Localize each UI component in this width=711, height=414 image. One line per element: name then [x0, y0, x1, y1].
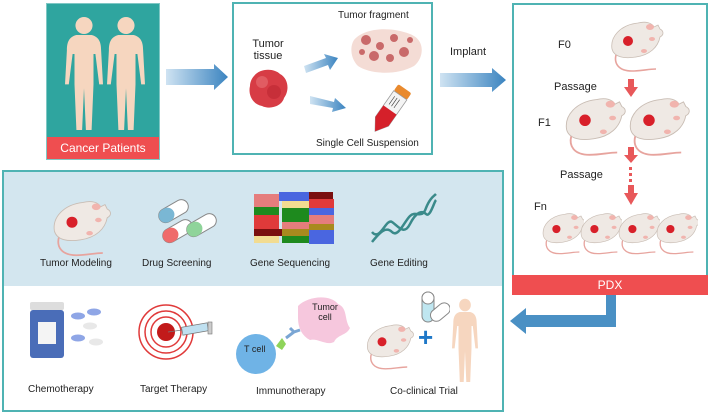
tumor-cell-label-line1: Tumor [312, 302, 338, 312]
implant-arrow-icon [440, 68, 506, 92]
pill-bottle-icon [30, 302, 103, 358]
mouse-icon [53, 200, 112, 257]
target-syringe-icon [138, 304, 213, 360]
tumor-cell-label-line2: cell [318, 312, 332, 322]
gene-editing-label: Gene Editing [370, 258, 428, 269]
passage-label: Passage [554, 81, 597, 93]
drug-screening-label: Drug Screening [142, 258, 212, 269]
tumor-cell-label: Tumor cell [310, 302, 340, 322]
mouse-icon [565, 97, 627, 156]
applications-panel: Tumor Modeling Drug Screening Gene Seque… [2, 170, 504, 412]
t-cell-tumor-icon [236, 297, 350, 374]
capsules-icon [421, 291, 450, 323]
test-tube-icon [374, 84, 411, 132]
tumor-fragment-label: Tumor fragment [338, 10, 409, 21]
generation-f1-label: F1 [538, 117, 551, 129]
tumor-fragment-icon [351, 29, 422, 73]
capsules-icon [158, 199, 217, 244]
single-cell-suspension-label: Single Cell Suspension [316, 138, 419, 149]
co-clinical-trial-label: Co-clinical Trial [390, 386, 458, 397]
tumor-tissue-label-line1: Tumor [252, 38, 284, 50]
target-therapy-label: Target Therapy [140, 384, 208, 395]
sequencing-blocks-icon [254, 192, 334, 244]
t-cell-label: T cell [244, 344, 266, 354]
flow-arrow-icon [166, 64, 228, 90]
mouse-icon [656, 212, 698, 255]
generation-fn-label: Fn [534, 201, 547, 213]
tumor-processing-panel: Tumor tissue Tumor fragment Single Cell … [232, 2, 433, 155]
tumor-modeling-label: Tumor Modeling [40, 258, 112, 269]
gene-sequencing-label: Gene Sequencing [250, 258, 331, 269]
chemotherapy-label: Chemotherapy [28, 384, 94, 395]
tumor-tissue-label: Tumor tissue [248, 38, 288, 62]
cancer-patients-label: Cancer Patients [47, 137, 159, 159]
human-icon [452, 298, 478, 382]
pdx-to-applications-arrow-icon [510, 295, 616, 334]
arrow-to-suspension-icon [310, 96, 346, 112]
implant-label: Implant [450, 46, 487, 58]
arrow-to-fragment-icon [304, 54, 338, 73]
passage-dotted-arrow-icon [624, 147, 638, 205]
passage-label: Passage [560, 169, 603, 181]
pdx-label: PDX [512, 275, 708, 295]
tumor-tissue-icon [249, 69, 288, 108]
plus-icon: + [418, 322, 434, 352]
immunotherapy-label: Immunotherapy [256, 386, 326, 397]
generation-f0-label: F0 [558, 39, 571, 51]
mouse-icon [610, 21, 664, 72]
passage-arrow-icon [624, 79, 638, 97]
dna-helix-icon [371, 193, 438, 243]
human-bodies-icon [65, 16, 145, 131]
tumor-tissue-label-line2: tissue [253, 50, 283, 62]
cancer-patients-panel: Cancer Patients [46, 3, 160, 160]
mouse-icon [366, 324, 414, 370]
pdx-panel: F0 Passage F1 Passage Fn PDX [512, 3, 708, 295]
